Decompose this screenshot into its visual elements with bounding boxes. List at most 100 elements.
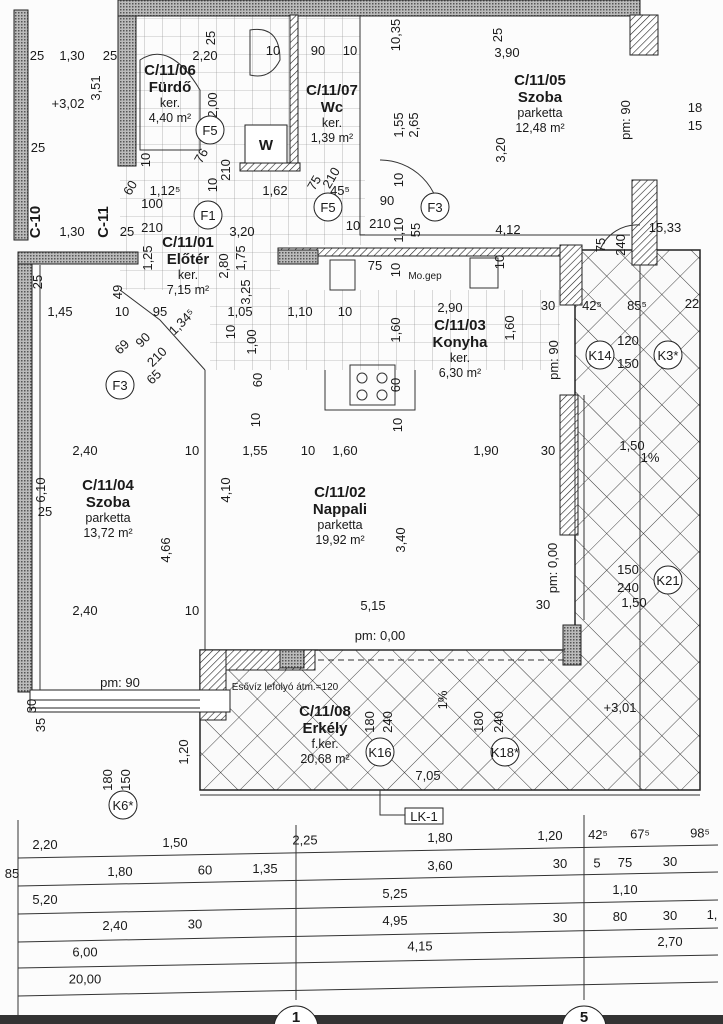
- dimension-label: pm: 90: [546, 340, 561, 380]
- dimension-label: 2,40: [72, 603, 97, 618]
- tag-circle: [585, 340, 615, 370]
- dimension-label: 25: [31, 140, 45, 155]
- bottom-dimension-label: 30: [663, 908, 677, 923]
- dimension-label: 25: [203, 31, 218, 45]
- tag-circle: [108, 790, 138, 820]
- room-floor-label: ker.: [450, 351, 470, 365]
- room-floor-label: parketta: [317, 518, 362, 532]
- dimension-label: 1,60: [388, 317, 403, 342]
- dimension-label: 15: [688, 118, 702, 133]
- bottom-dimension-label: 1,80: [107, 864, 132, 879]
- tag-label: K6*: [113, 798, 134, 813]
- dimension-label: 10: [185, 443, 199, 458]
- dimension-label: 10: [205, 178, 220, 192]
- dimension-label: 1,10: [391, 217, 406, 242]
- bottom-dimension-label: 1,80: [427, 830, 452, 845]
- room-name-label: Előtér: [167, 251, 210, 268]
- dimension-label: 69: [111, 336, 132, 357]
- dimension-label: 150: [118, 769, 133, 791]
- room-name-label: Konyha: [432, 334, 488, 351]
- dimension-label: 1,20: [176, 739, 191, 764]
- room-area-label: 7,15 m²: [167, 283, 209, 297]
- room-area-label: 1,39 m²: [311, 131, 353, 145]
- room-id-label: C/11/01: [162, 234, 214, 251]
- room-id-label: C/11/07: [306, 82, 358, 99]
- dimension-label: 42⁵: [582, 298, 602, 313]
- dimension-label: 180: [362, 711, 377, 733]
- dimension-label: 1,75: [233, 245, 248, 270]
- dimension-label: 3,20: [229, 224, 254, 239]
- dimension-label: 75: [304, 173, 324, 193]
- dimension-label: 95: [153, 304, 167, 319]
- dimension-label: 30: [541, 298, 555, 313]
- dimension-label: 10: [492, 255, 507, 269]
- bottom-dimension-label: 42⁵: [588, 827, 608, 842]
- room-floor-label: ker.: [322, 116, 342, 130]
- dimension-label: 10: [391, 173, 406, 187]
- tag-circle: [420, 192, 450, 222]
- dimension-label: 60: [120, 178, 140, 198]
- tag-label: K18*: [491, 745, 519, 760]
- dimension-label: 10: [115, 304, 129, 319]
- dimension-label: 1,55: [242, 443, 267, 458]
- dimension-label: 25: [103, 48, 117, 63]
- dimension-label: 1%: [435, 690, 450, 709]
- room-area-label: 19,92 m²: [315, 533, 364, 547]
- dimension-label: 4,12: [495, 222, 520, 237]
- bottom-dimension-label: 30: [553, 856, 567, 871]
- dimension-label: 240: [380, 711, 395, 733]
- dimension-label: 1,30: [59, 48, 84, 63]
- tag-label: F3: [112, 378, 127, 393]
- dimension-label: 10: [248, 413, 263, 427]
- dimension-label: 10: [138, 153, 153, 167]
- tag-label: F1: [200, 208, 215, 223]
- bottom-dimension-label: 6,00: [72, 944, 97, 959]
- dimension-label: 2,65: [406, 112, 421, 137]
- bottom-dimension-label: 1,35: [252, 861, 277, 876]
- dimension-label: 1,50: [621, 595, 646, 610]
- tag-circle: [653, 565, 683, 595]
- tag-circle: [653, 340, 683, 370]
- room-area-label: 13,72 m²: [83, 526, 132, 540]
- tag-label: F5: [320, 200, 335, 215]
- kitchen-tiles: [210, 290, 560, 370]
- bottom-dimension-label: 5,25: [382, 886, 407, 901]
- dimension-label: 2,80: [216, 253, 231, 278]
- dimension-label: 25: [30, 275, 45, 289]
- bottom-dimension-label: 3,60: [427, 858, 452, 873]
- dimension-label: 45⁵: [330, 183, 350, 198]
- dimension-label: 1,60: [502, 315, 517, 340]
- dimension-label: 2,90: [437, 300, 462, 315]
- bottom-dimension-label: 80: [613, 909, 627, 924]
- dimension-label: 100: [141, 196, 163, 211]
- dimension-label: 150: [617, 562, 639, 577]
- tag-label: F5: [202, 123, 217, 138]
- tag-circle: [105, 370, 135, 400]
- dimension-label: 25: [30, 48, 44, 63]
- dimension-label: 10: [388, 263, 403, 277]
- dimension-label: pm: 90: [100, 675, 140, 690]
- tag-circle: [313, 192, 343, 222]
- section-marker-c10: C-10: [27, 206, 44, 239]
- wall-unit-box: [244, 124, 288, 164]
- room-name-label: Erkély: [302, 720, 348, 737]
- scan-edge: [0, 1015, 723, 1024]
- tag-label: K3*: [658, 348, 679, 363]
- dimension-label: 10: [338, 304, 352, 319]
- room-name-label: Nappali: [313, 501, 367, 518]
- dimension-lines: [17, 815, 719, 1000]
- tag-circle: [365, 737, 395, 767]
- bottom-dimension-label: 5,20: [32, 892, 57, 907]
- section-ref-label: LK-1: [410, 809, 437, 824]
- bottom-dimension-label: 30: [553, 910, 567, 925]
- room-name-label: Szoba: [86, 494, 131, 511]
- dimension-label: 1,55: [391, 112, 406, 137]
- bottom-dimension-label: 30: [188, 916, 202, 931]
- dimension-label: 10: [346, 218, 360, 233]
- tag-label: K21: [656, 573, 679, 588]
- dimension-label: 210: [218, 159, 233, 181]
- dimension-label: 1%: [641, 450, 660, 465]
- bottom-dimension-label: 98⁵: [690, 825, 710, 840]
- dimension-label: 3,90: [494, 45, 519, 60]
- dimension-label: 10: [266, 43, 280, 58]
